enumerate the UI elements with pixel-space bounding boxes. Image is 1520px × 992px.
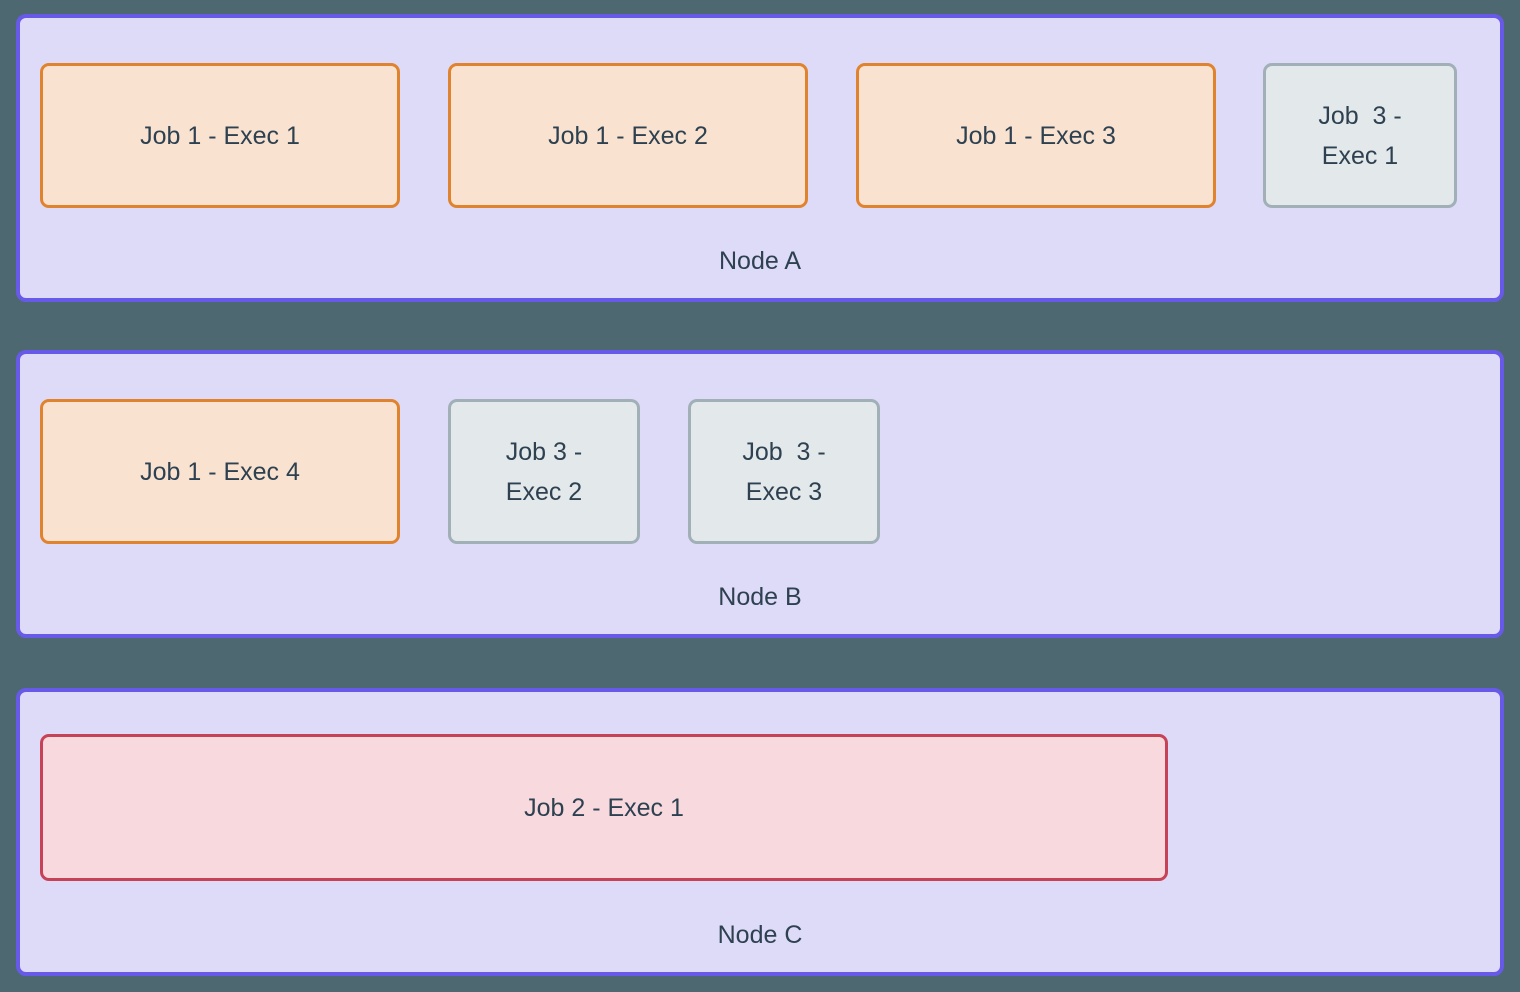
exec-box-job1-exec4: Job 1 - Exec 4: [40, 399, 400, 544]
node-c-label: Node C: [717, 921, 803, 949]
exec-box-job3-exec3: Job 3 - Exec 3: [688, 399, 880, 544]
node-b-container: Job 1 - Exec 4 Job 3 - Exec 2 Job 3 - Ex…: [16, 350, 1504, 638]
node-a-container: Job 1 - Exec 1 Job 1 - Exec 2 Job 1 - Ex…: [16, 14, 1504, 302]
exec-box-job1-exec2: Job 1 - Exec 2: [448, 63, 808, 208]
node-c-container: Job 2 - Exec 1 Node C: [16, 688, 1504, 976]
exec-box-job3-exec2: Job 3 - Exec 2: [448, 399, 640, 544]
exec-box-job2-exec1: Job 2 - Exec 1: [40, 734, 1168, 881]
node-a-label: Node A: [718, 247, 801, 275]
exec-box-job1-exec1: Job 1 - Exec 1: [40, 63, 400, 208]
exec-box-job1-exec3: Job 1 - Exec 3: [856, 63, 1216, 208]
exec-box-job3-exec1: Job 3 - Exec 1: [1263, 63, 1457, 208]
node-b-label: Node B: [718, 583, 802, 611]
